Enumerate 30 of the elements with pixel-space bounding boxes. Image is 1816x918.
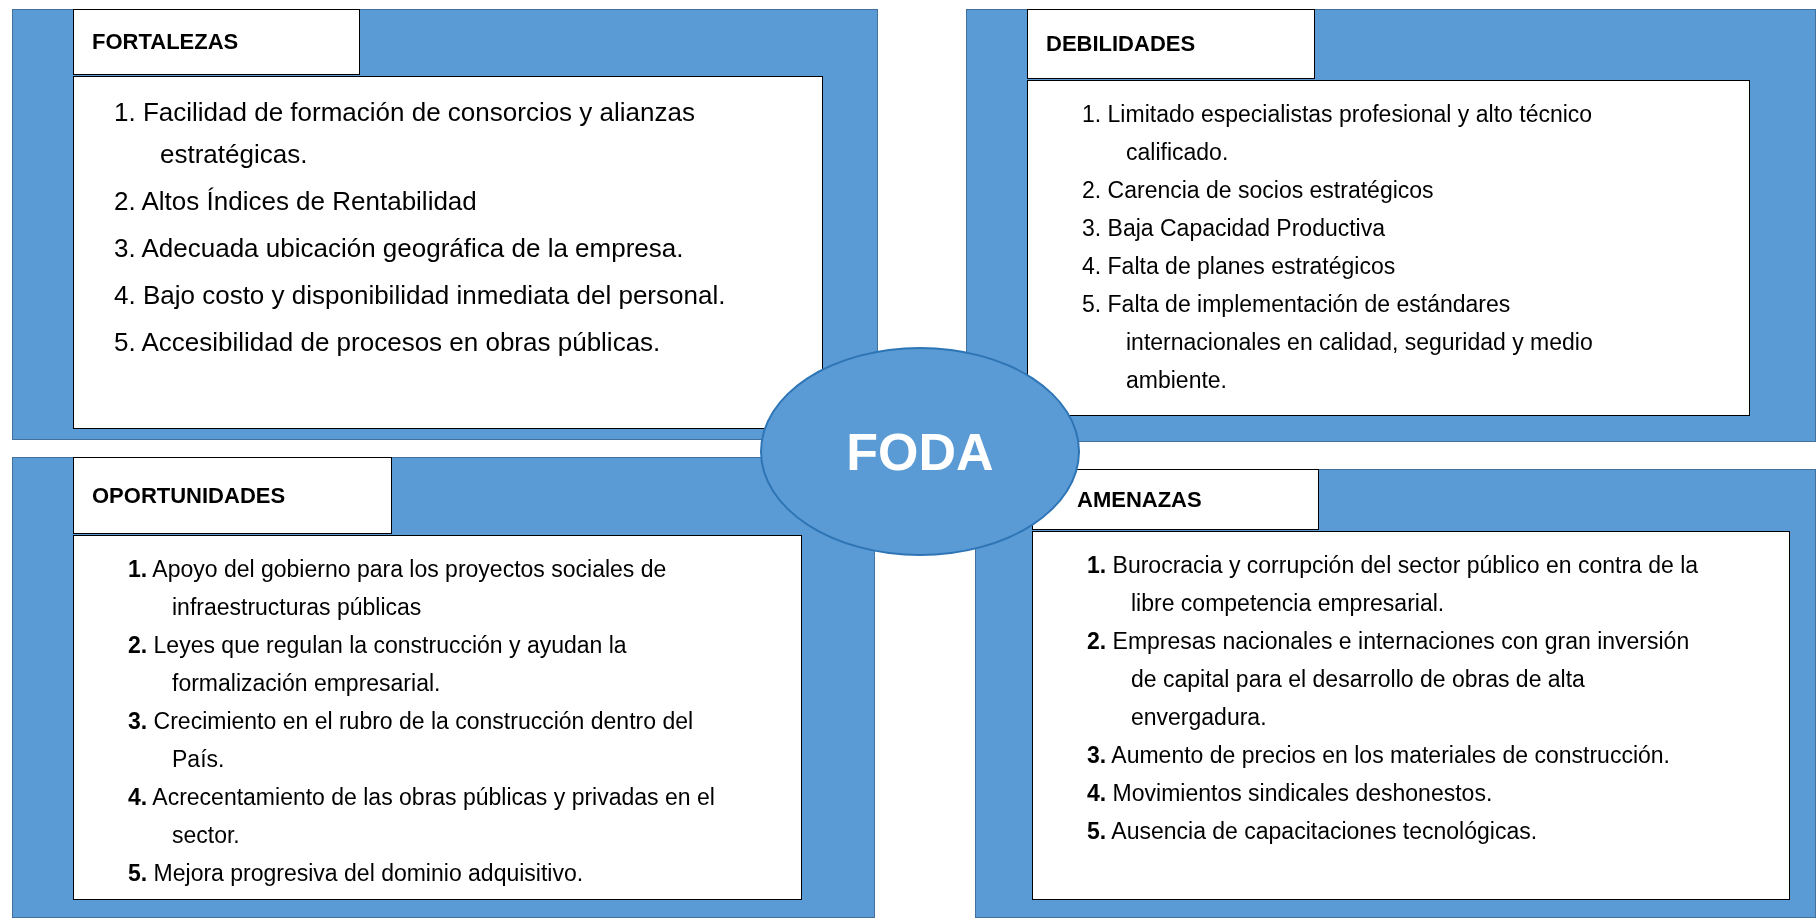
list-item: 1. Apoyo del gobierno para los proyectos sociales de infraestructuras públicas	[127, 555, 668, 622]
list-item: 3. Baja Capacidad Productiva	[1081, 214, 1387, 243]
list-item: 2. Altos Índices de Rentabilidad	[114, 185, 478, 218]
center-title: FODA	[846, 421, 994, 482]
list-item: 1. Burocracia y corrupción del sector público en contra de la libre competencia empresarial.	[1086, 551, 1700, 618]
list-item: 2. Leyes que regulan la construcción y ayudan la formalización empresarial.	[127, 631, 628, 698]
list-box	[1032, 531, 1790, 900]
list-item: 5. Ausencia de capacitaciones tecnológicas.	[1086, 817, 1539, 846]
list-item: 3. Crecimiento en el rubro de la construcción dentro del País.	[127, 707, 695, 774]
quadrant-heading: AMENAZAS	[1032, 469, 1319, 530]
list-item: 5. Falta de implementación de estándares internacionales en calidad, seguridad y medio ambiente.	[1081, 290, 1594, 395]
list-item: 3. Adecuada ubicación geográfica de la empresa.	[114, 232, 685, 265]
list-box	[73, 76, 823, 429]
list-item: 2. Empresas nacionales e internaciones con gran inversión de capital para el desarrollo de obras de alta envergadura.	[1086, 627, 1691, 732]
list-item: 4. Acrecentamiento de las obras públicas y privadas en el sector.	[127, 783, 716, 850]
quadrant-panel	[975, 469, 1816, 918]
list-item: 2. Carencia de socios estratégicos	[1081, 176, 1435, 205]
list-item: 5. Mejora progresiva del dominio adquisitivo.	[127, 859, 585, 888]
list-box	[1027, 80, 1750, 416]
list-item: 4. Bajo costo y disponibilidad inmediata del personal.	[114, 279, 727, 312]
list-item: 4. Falta de planes estratégicos	[1081, 252, 1397, 281]
quadrant-heading: OPORTUNIDADES	[73, 457, 392, 534]
list-item: 5. Accesibilidad de procesos en obras públicas.	[114, 326, 662, 359]
list-box	[73, 535, 802, 900]
list-item: 3. Aumento de precios en los materiales de construcción.	[1086, 741, 1671, 770]
quadrant-heading: DEBILIDADES	[1027, 9, 1315, 79]
quadrant-heading: FORTALEZAS	[73, 9, 360, 75]
list-item: 4. Movimientos sindicales deshonestos.	[1086, 779, 1494, 808]
list-item: 1. Facilidad de formación de consorcios y alianzas estratégicas.	[114, 96, 696, 171]
list-item: 1. Limitado especialistas profesional y alto técnico calificado.	[1081, 100, 1594, 167]
